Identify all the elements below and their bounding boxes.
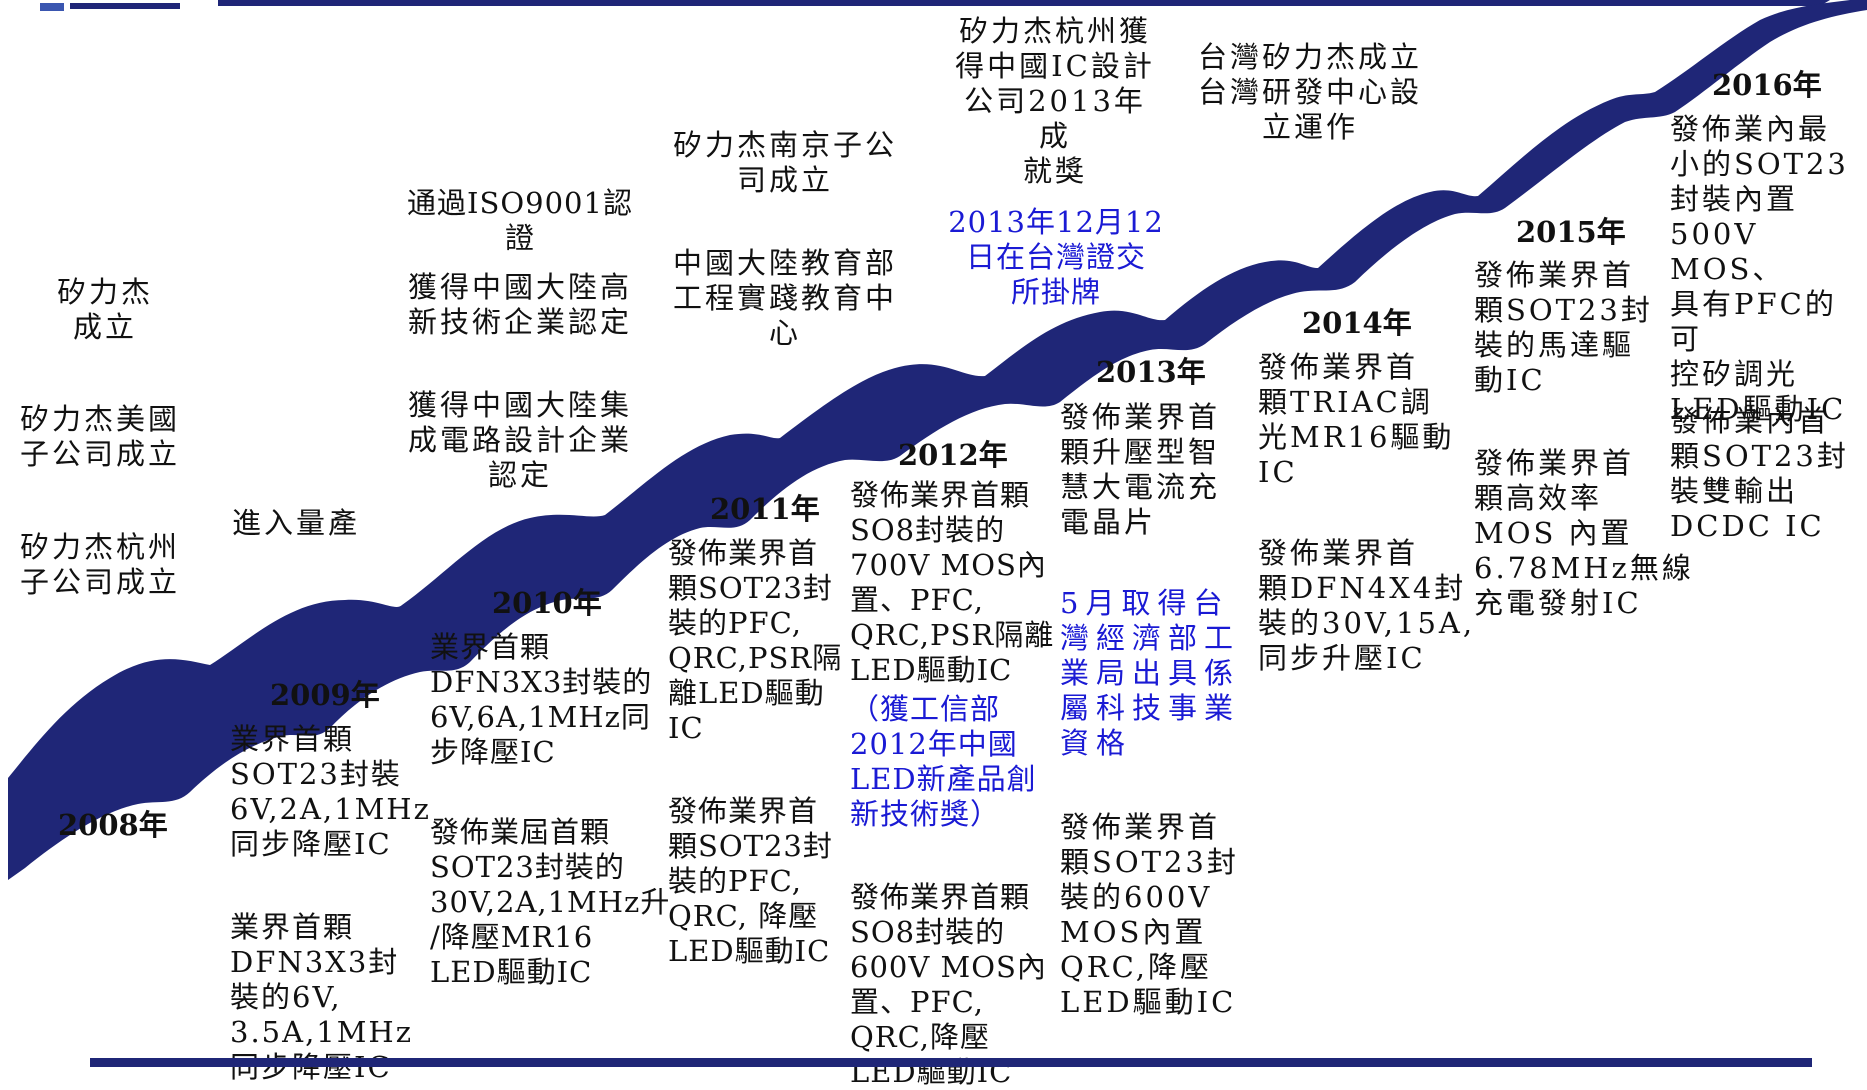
event-tech-enterprise-status: 5月取得台 灣經濟部工 業局出具係 屬科技事業 資格 <box>1060 586 1241 760</box>
event-high-tech-cert: 獲得中國大陸高 新技術企業認定 <box>407 270 632 339</box>
product-2015-2: 發佈業界首 顆高效率 MOS 內置 6.78MHz無線 充電發射IC <box>1474 446 1694 620</box>
bottom-rule <box>90 1058 1812 1067</box>
product-2009-2: 業界首顆 DFN3X3封 裝的6V, 3.5A,1MHz 同步降壓IC <box>230 910 413 1084</box>
product-2012-1: 發佈業界首顆 SO8封裝的 700V MOS內 置、PFC, QRC,PSR隔離… <box>850 478 1055 687</box>
product-2013-1: 發佈業界首 顆升壓型智 慧大電流充 電晶片 <box>1060 400 1221 539</box>
product-2014-1: 發佈業界首 顆TRIAC調 光MR16驅動 IC <box>1258 350 1455 489</box>
product-2009-1: 業界首顆 SOT23封裝 6V,2A,1MHz 同步降壓IC <box>230 722 431 861</box>
event-twse-listing: 2013年12月12 日在台灣證交 所掛牌 <box>948 205 1164 309</box>
year-2014-label: 2014年 <box>1302 306 1412 340</box>
staircase-wave <box>8 0 1867 880</box>
event-us-subsidiary: 矽力杰美國 子公司成立 <box>19 402 180 471</box>
event-iso9001: 通過ISO9001認證 <box>407 186 633 255</box>
product-2016-2: 發佈業內首 顆SOT23封 裝雙輸出 DCDC IC <box>1670 404 1849 543</box>
year-2011-label: 2011年 <box>710 492 820 526</box>
year-2008-label: 2008年 <box>58 808 168 842</box>
product-2011-1: 發佈業界首 顆SOT23封 裝的PFC, QRC,PSR隔 離LED驅動 IC <box>668 536 843 745</box>
event-ic-design-cert: 獲得中國大陸集 成電路設計企業 認定 <box>407 388 632 492</box>
year-2016-label: 2016年 <box>1712 68 1822 102</box>
product-2013-2: 發佈業界首 顆SOT23封 裝的600V MOS內置 QRC,降壓 LED驅動I… <box>1060 810 1239 1019</box>
event-hangzhou-subsidiary: 矽力杰杭州 子公司成立 <box>19 530 180 599</box>
product-2012-2: 發佈業界首顆 SO8封裝的 600V MOS內 置、PFC, QRC,降壓 LE… <box>850 880 1047 1089</box>
event-ic-design-award: 矽力杰杭州獲 得中國IC設計 公司2013年成 就獎 <box>955 14 1155 188</box>
event-founded: 矽力杰 成立 <box>56 275 153 344</box>
product-2010-2: 發佈業屆首顆 SOT23封裝的 30V,2A,1MHz升 /降壓MR16 LED… <box>430 815 671 989</box>
product-2014-2: 發佈業界首 顆DFN4X4封 裝的30V,15A, 同步升壓IC <box>1258 536 1476 675</box>
product-2010-1: 業界首顆 DFN3X3封裝的 6V,6A,1MHz同 步降壓IC <box>430 630 653 769</box>
company-logo <box>0 0 220 12</box>
award-2012: （獲工信部 2012年中國 LED新產品創 新技術獎） <box>850 692 1037 831</box>
year-2012-label: 2012年 <box>898 438 1008 472</box>
product-2015-1: 發佈業界首 顆SOT23封 裝的馬達驅 動IC <box>1474 258 1653 397</box>
year-2013-label: 2013年 <box>1096 355 1206 389</box>
event-mass-production: 進入量產 <box>232 506 361 540</box>
event-education-center: 中國大陸教育部 工程實踐教育中 心 <box>672 246 897 350</box>
top-rule <box>218 0 1830 6</box>
year-2015-label: 2015年 <box>1516 215 1626 249</box>
event-nanjing-subsidiary: 矽力杰南京子公 司成立 <box>672 128 897 197</box>
product-2011-2: 發佈業界首 顆SOT23封 裝的PFC, QRC, 降壓 LED驅動IC <box>668 794 833 968</box>
event-taiwan-branch: 台灣矽力杰成立 台灣研發中心設 立運作 <box>1197 40 1422 144</box>
product-2016-1: 發佈業內最 小的SOT23 封裝內置 500V MOS、 具有PFC的可 控矽調… <box>1670 112 1849 426</box>
year-2009-label: 2009年 <box>270 678 380 712</box>
year-2010-label: 2010年 <box>492 586 602 620</box>
